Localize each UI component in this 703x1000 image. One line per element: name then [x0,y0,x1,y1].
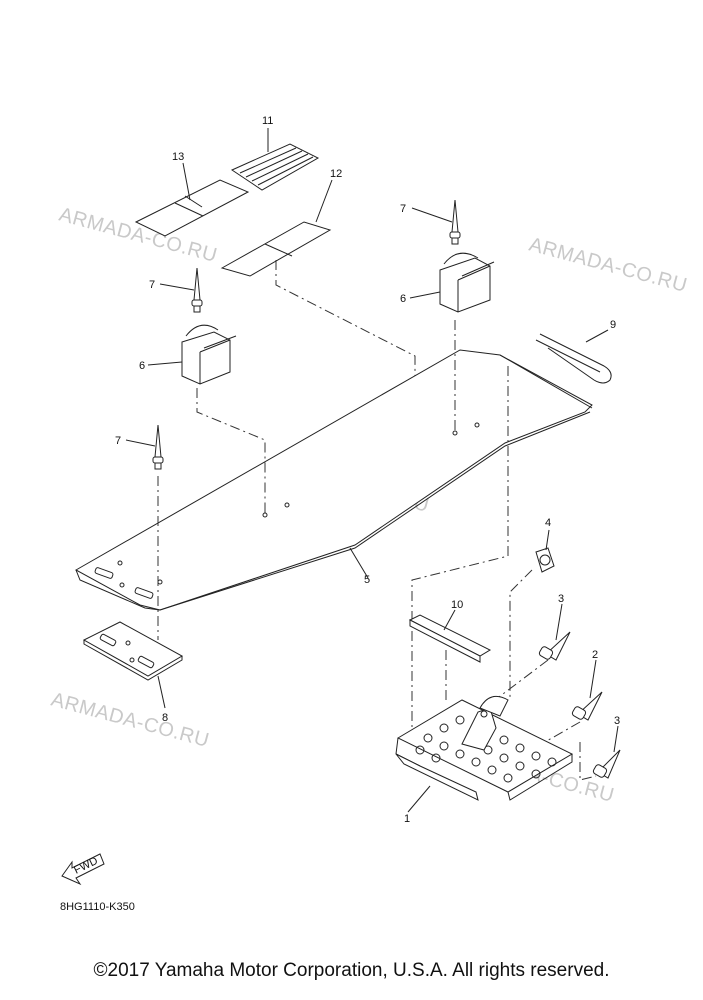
part-13-decal [134,162,250,237]
part-6-clip-right [409,252,495,313]
callout-6-right: 6 [400,293,406,305]
callout-12: 12 [330,168,342,180]
callout-5: 5 [364,574,370,586]
callout-10: 10 [451,599,463,611]
part-7-rivet-lower-left [125,424,164,470]
callout-labels: 11 13 12 7 7 6 6 9 7 4 5 3 10 2 8 3 1 [115,115,620,825]
part-7-rivet-left [159,267,203,313]
part-4-grommet [535,529,555,573]
copyright-notice: ©2017 Yamaha Motor Corporation, U.S.A. A… [93,960,610,981]
part-2-fastener [571,659,603,721]
callout-6-left: 6 [139,360,145,372]
callout-7-left: 7 [149,279,155,291]
callout-1: 1 [404,813,410,825]
part-11-ribbed-pad [230,128,320,191]
part-5-main-plate [74,349,593,611]
callout-8: 8 [162,712,168,724]
part-3-fastener-lower [592,725,621,779]
callout-7-lower-left: 7 [115,435,121,447]
callout-13: 13 [172,151,184,163]
callout-2: 2 [592,649,598,661]
part-8-plate [82,621,184,709]
watermark-4: ARMADA-CO.RU [49,689,212,752]
callout-4: 4 [545,517,551,529]
callout-7-top-right: 7 [400,203,406,215]
part-10-bar [408,609,492,663]
fwd-arrow-icon: FWD [61,853,105,886]
part-6-clip-left [147,324,237,385]
tray-holes [415,715,557,783]
part-3-fastener-upper [538,603,571,661]
callout-11: 11 [262,115,273,127]
callout-3-lower: 3 [614,715,620,727]
callout-9: 9 [610,319,616,331]
part-1-perforated-tray [395,695,574,813]
callout-3-upper: 3 [558,593,564,605]
part-7-rivet-top-right [411,199,461,245]
diagram-reference: 8HG1110-K350 [60,901,135,913]
watermark-2: ARMADA-CO.RU [527,234,690,297]
part-9-wire-hook [535,329,612,384]
